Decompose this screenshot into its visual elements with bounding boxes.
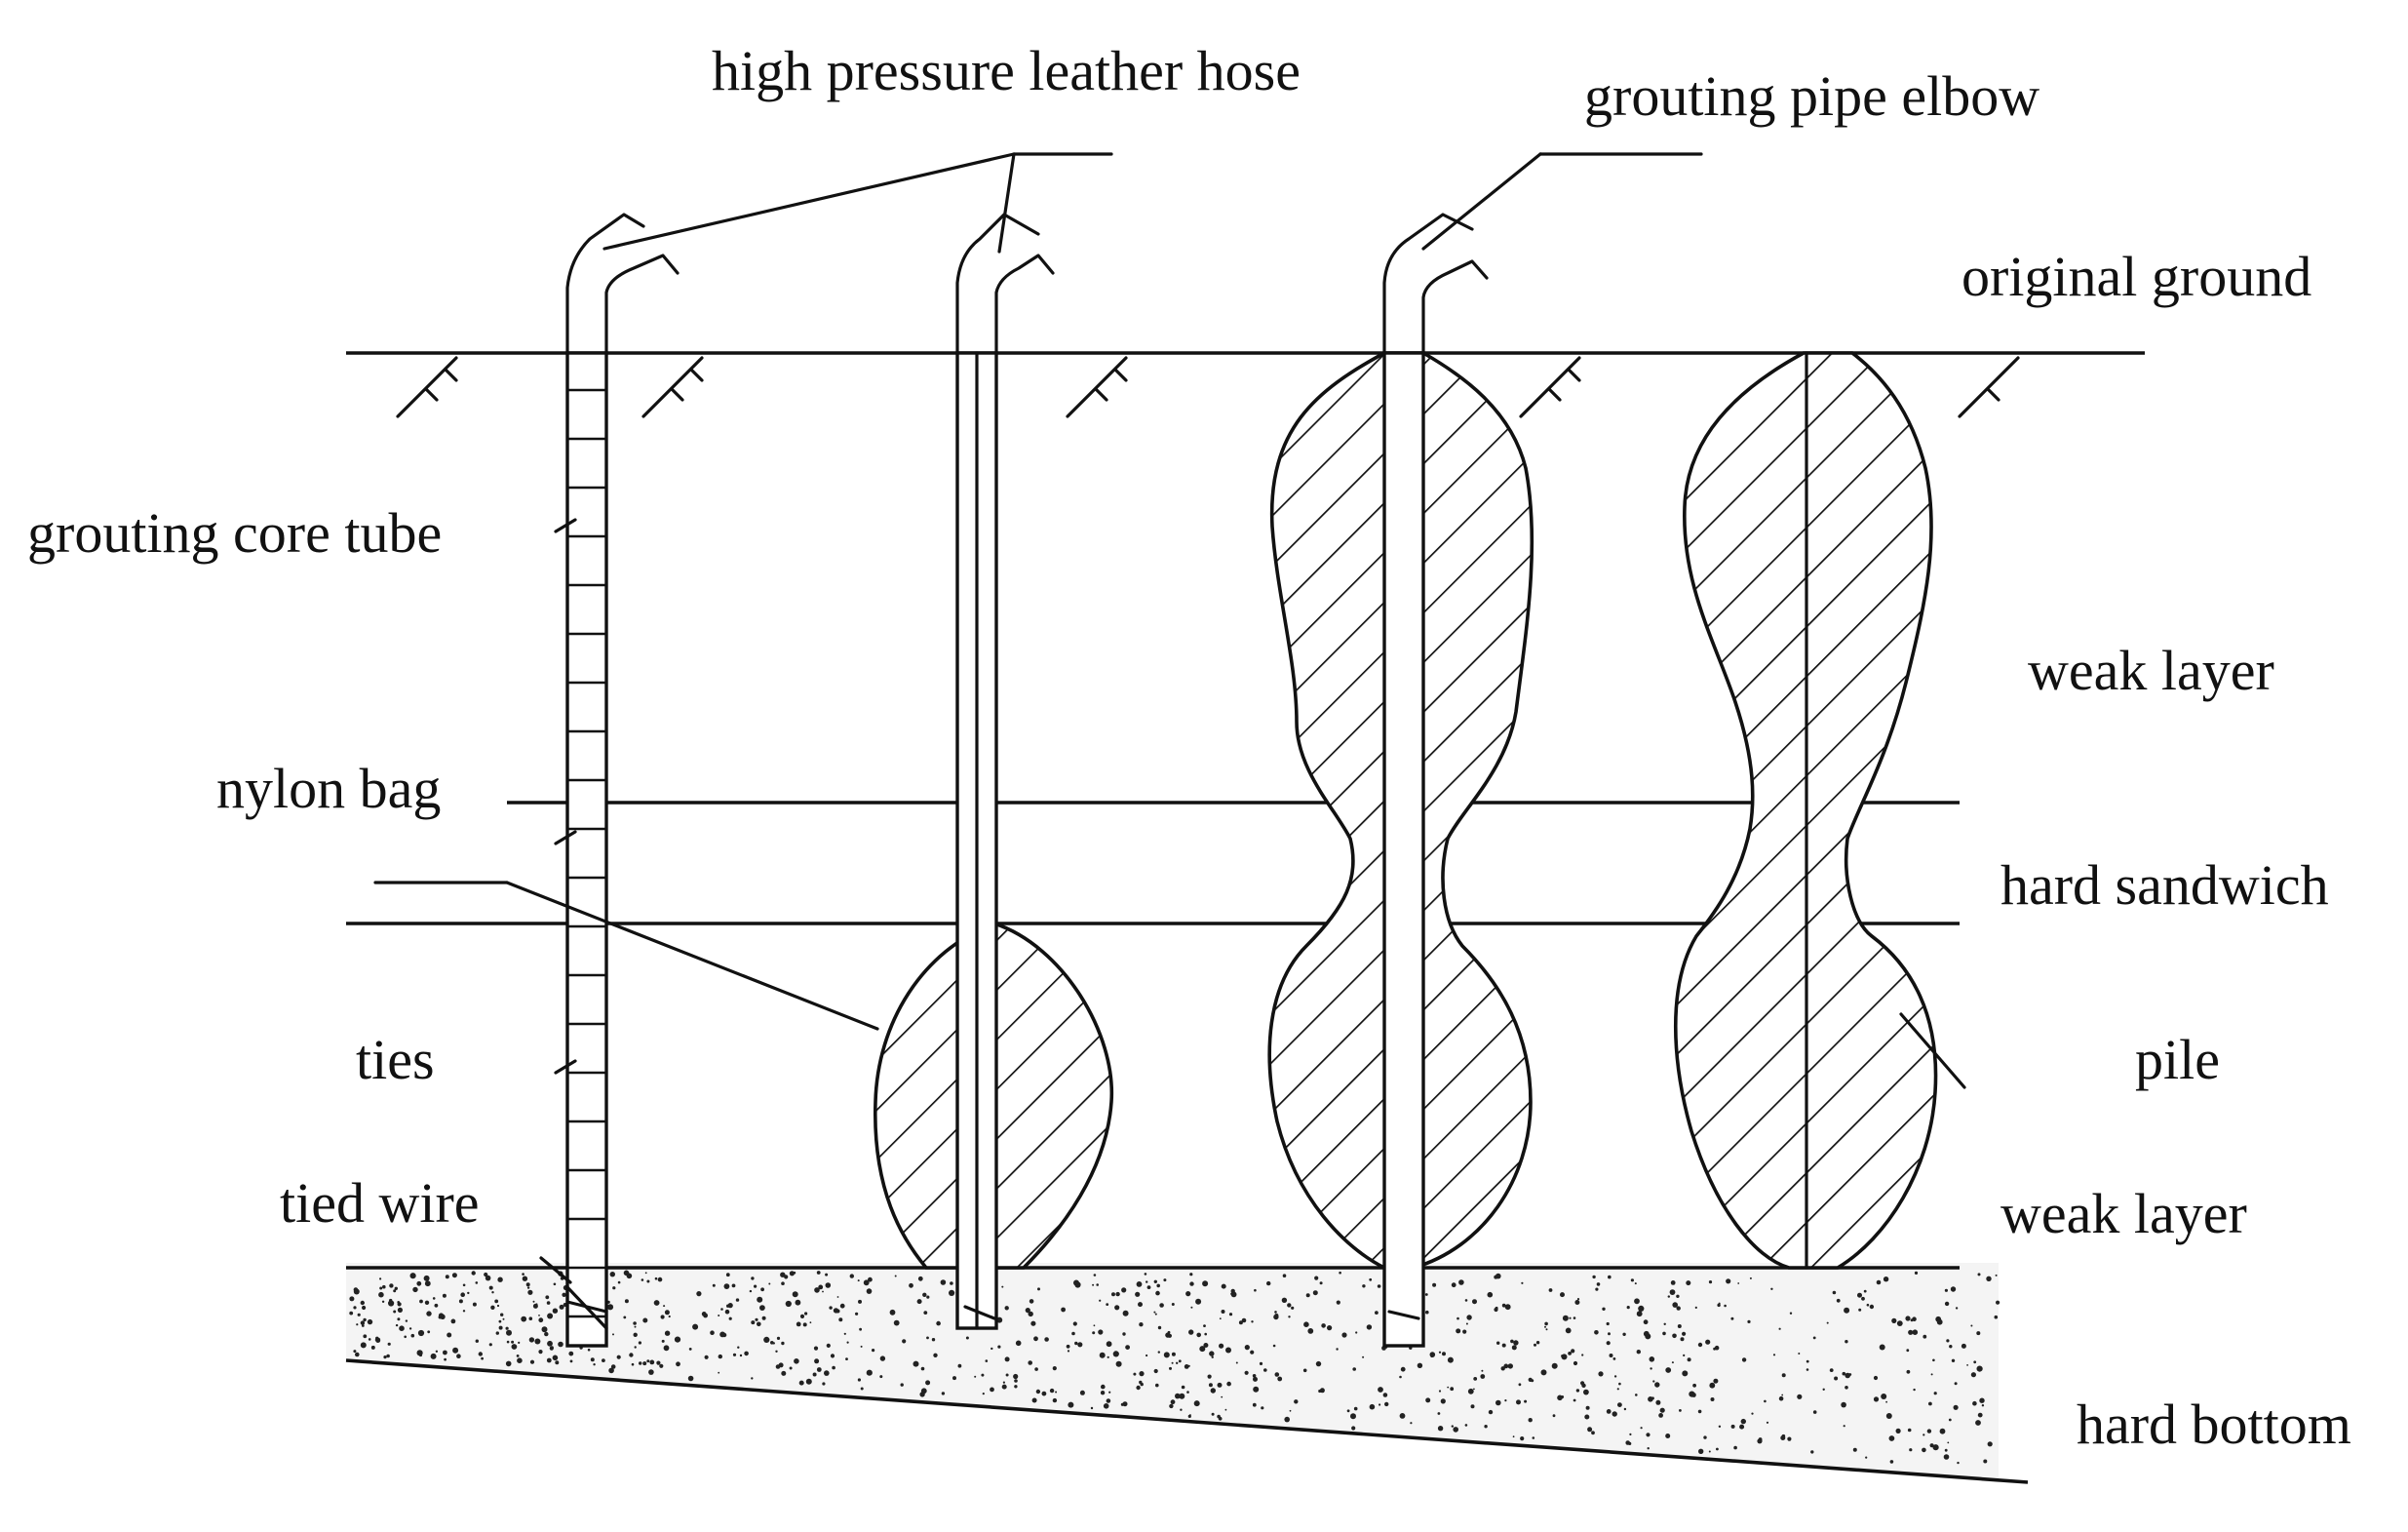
ground-hatch-symbols [396,356,2020,418]
label-grouting-core-tube: grouting core tube [27,501,442,565]
leader-lines [373,152,1966,1089]
hard-bottom-zone [345,1263,2029,1484]
label-grouting-pipe-elbow: grouting pipe elbow [1584,64,2039,128]
pile-4-completed-pile [1674,351,1938,1270]
label-original-ground: original ground [1961,245,2311,308]
label-hard-bottom: hard bottom [2077,1393,2351,1456]
hard-bottom-lower-boundary [345,1358,2029,1484]
label-weak-layer-lower: weak layer [2000,1182,2247,1245]
label-nylon-bag: nylon bag [216,757,441,820]
label-tied-wire: tied wire [280,1171,480,1235]
label-hard-sandwich: hard sandwich [2000,853,2329,917]
pile-3-grouted-pile [1267,213,1534,1348]
pile-1-core-tube [539,213,680,1348]
label-ties: ties [356,1028,435,1091]
tube-tie-marks [567,388,606,1318]
label-pile: pile [2135,1028,2220,1091]
tie-ticks [539,518,577,1284]
label-weak-layer-upper: weak layer [2028,639,2274,702]
label-high-pressure-leather-hose: high pressure leather hose [712,39,1301,102]
pile-2-nylon-bag-pile [874,213,1114,1330]
